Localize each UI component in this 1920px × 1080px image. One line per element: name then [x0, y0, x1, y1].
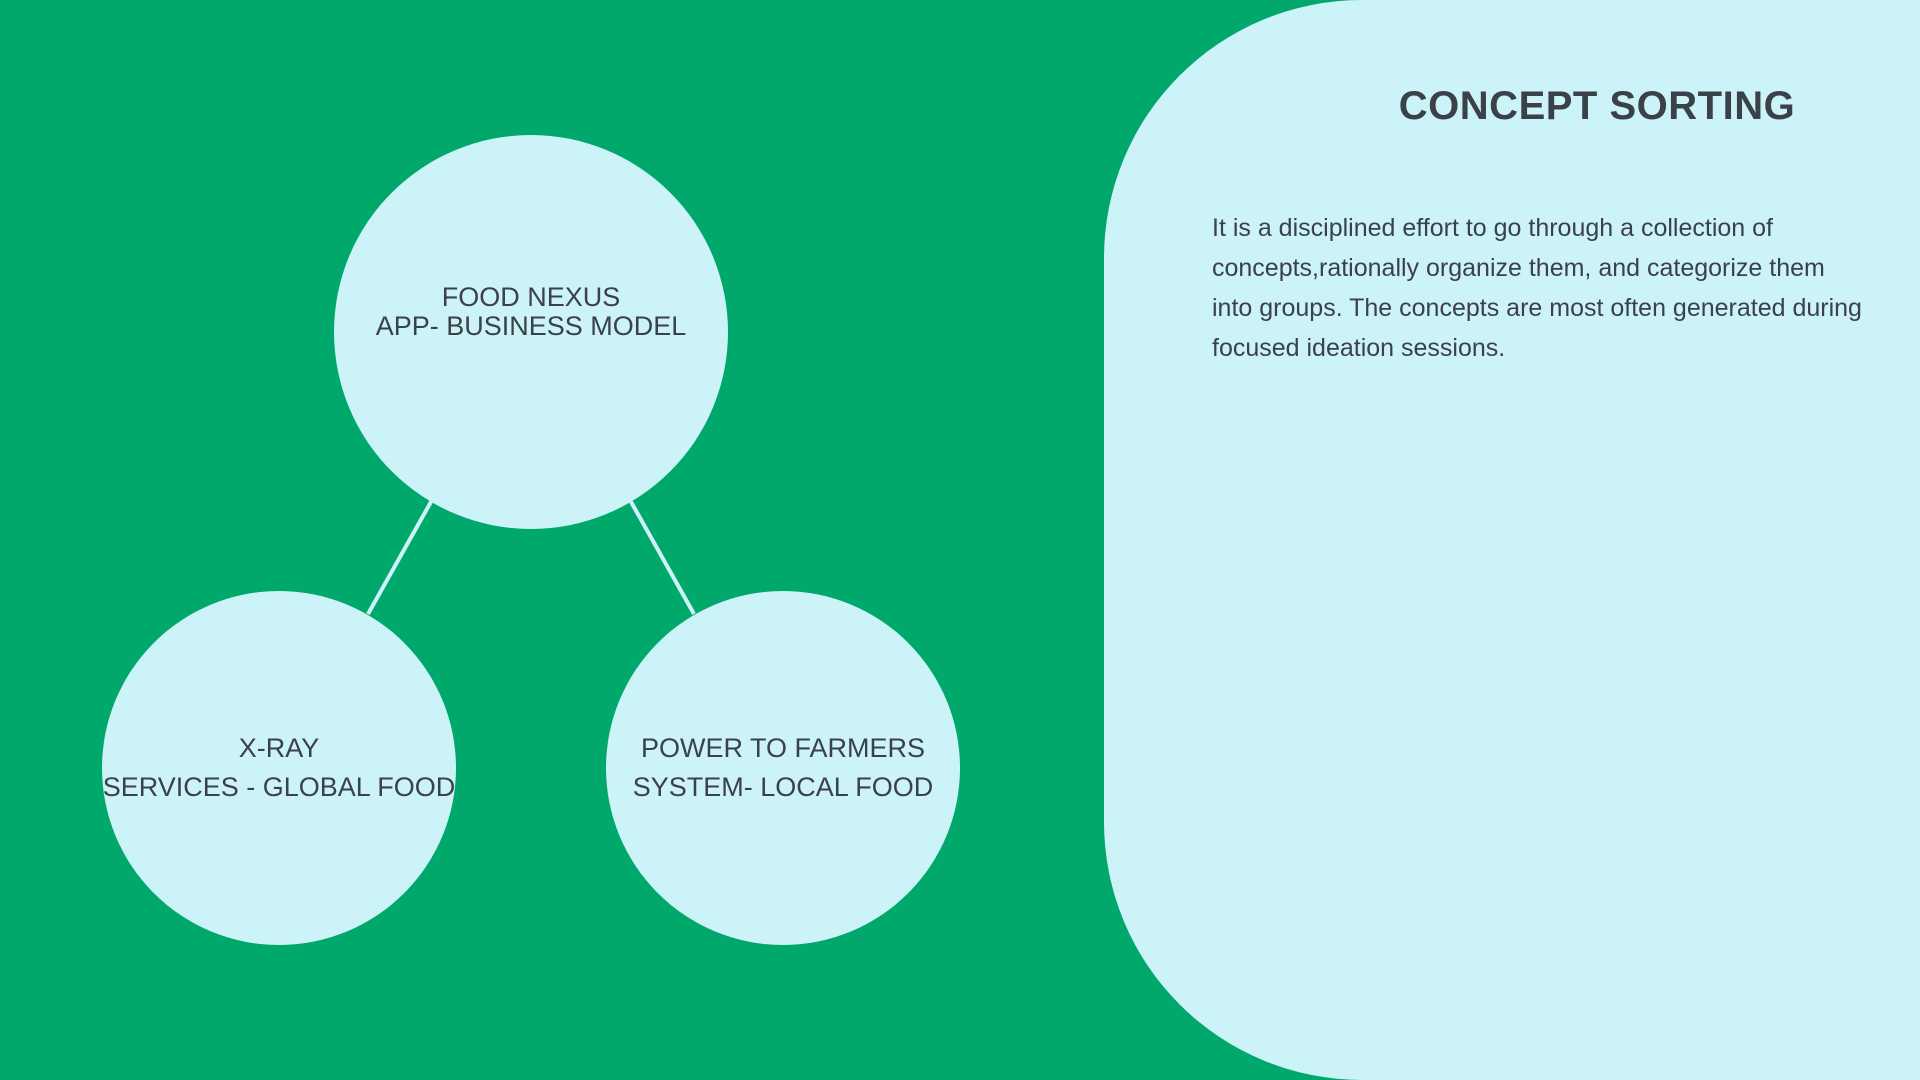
child-concept-subtitle: SYSTEM- LOCAL FOOD [632, 772, 934, 802]
root-concept-subtitle: APP- BUSINESS MODEL [375, 311, 687, 341]
root-concept-title: FOOD NEXUS [441, 282, 621, 312]
connector-right [628, 499, 696, 615]
child-concept-subtitle: SERVICES - GLOBAL FOOD [102, 772, 456, 802]
child-concept-title: X-RAY [238, 733, 320, 763]
child-concept-title: POWER TO FARMERS [640, 733, 926, 763]
description-panel: CONCEPT SORTING It is a disciplined effo… [1104, 0, 1920, 1080]
connector-left [366, 499, 434, 615]
child-concept-node-farmers: POWER TO FARMERS SYSTEM- LOCAL FOOD [606, 591, 960, 945]
panel-title: CONCEPT SORTING [1398, 84, 1796, 128]
root-concept-node: FOOD NEXUS APP- BUSINESS MODEL [334, 135, 728, 529]
panel-description: It is a disciplined effort to go through… [1212, 214, 1862, 362]
child-concept-node-xray: X-RAY SERVICES - GLOBAL FOOD [102, 591, 456, 945]
